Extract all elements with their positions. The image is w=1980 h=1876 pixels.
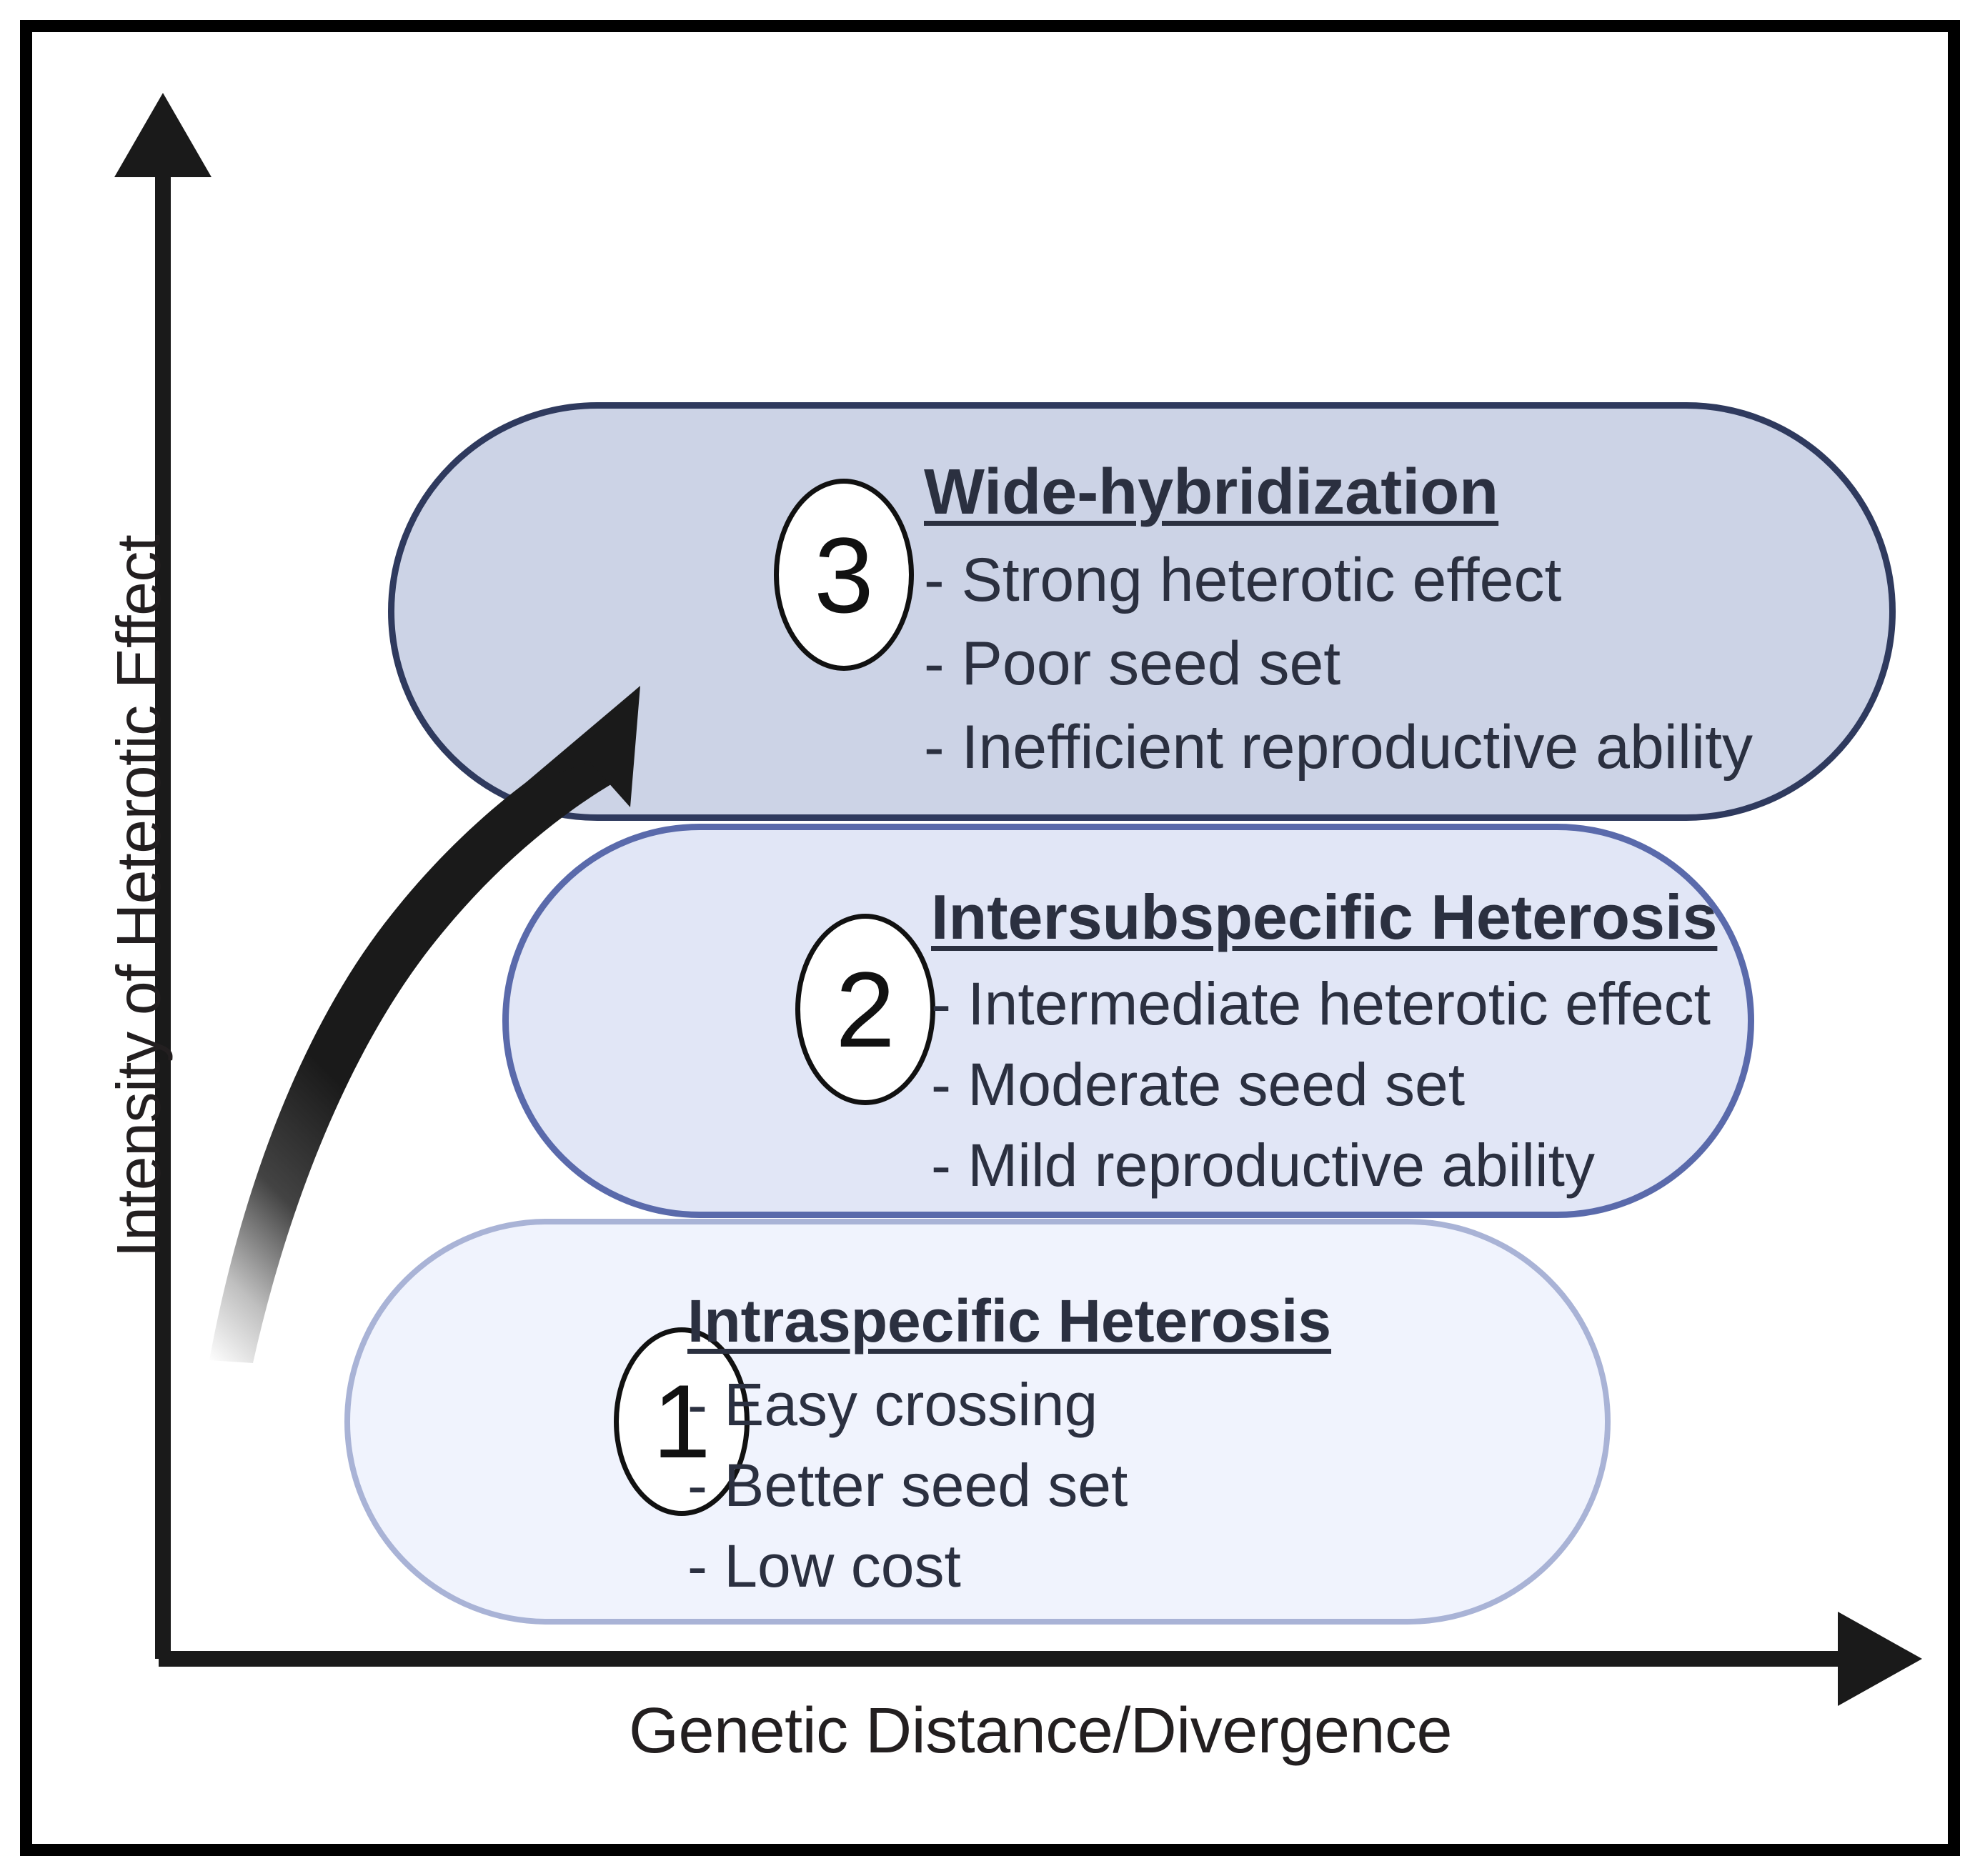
tier-2-capsule — [502, 824, 1754, 1218]
tier-intersubspecific-heterosis[interactable]: 2 Intersubspecific Heterosis - Intermedi… — [502, 824, 1754, 1218]
tier-1-number-badge: 1 — [614, 1327, 750, 1516]
tier-wide-hybridization[interactable]: 3 Wide-hybridization - Strong heterotic … — [388, 402, 1896, 821]
tier-2-item-1: - Intermediate heterotic effect — [931, 970, 1711, 1037]
tier-3-item-1: - Strong heterotic effect — [924, 546, 1562, 614]
tier-2-title: Intersubspecific Heterosis — [931, 882, 1718, 952]
tier-1-text: Intraspecific Heterosis - Easy crossing … — [687, 1287, 1331, 1601]
tier-1-item-1: - Easy crossing — [687, 1371, 1098, 1438]
y-axis-title: Intensity of Heterotic Effect — [104, 534, 174, 1258]
tier-1-item-2: - Better seed set — [687, 1452, 1128, 1519]
tier-1-title: Intraspecific Heterosis — [687, 1287, 1332, 1354]
tier-intraspecific-heterosis[interactable]: 1 Intraspecific Heterosis - Easy crossin… — [344, 1219, 1611, 1625]
tier-2-item-3: - Mild reproductive ability — [931, 1132, 1596, 1199]
tier-2-number-badge: 2 — [795, 914, 935, 1105]
tier-3-item-3: - Inefficient reproductive ability — [924, 713, 1753, 782]
tier-3-text: Wide-hybridization - Strong heterotic ef… — [924, 456, 1753, 783]
x-axis-title: Genetic Distance/Divergence — [628, 1695, 1453, 1767]
tier-2-item-2: - Moderate seed set — [931, 1051, 1466, 1118]
tier-1-item-3: - Low cost — [687, 1532, 961, 1600]
y-axis-arrowhead — [114, 93, 212, 177]
x-axis-arrowhead — [1838, 1612, 1922, 1706]
tier-2-text: Intersubspecific Heterosis - Intermediat… — [931, 881, 1717, 1200]
tier-3-title: Wide-hybridization — [924, 456, 1499, 528]
tier-3-item-2: - Poor seed set — [924, 629, 1341, 698]
tier-3-number-badge: 3 — [774, 479, 914, 671]
tier-1-capsule — [344, 1219, 1611, 1625]
